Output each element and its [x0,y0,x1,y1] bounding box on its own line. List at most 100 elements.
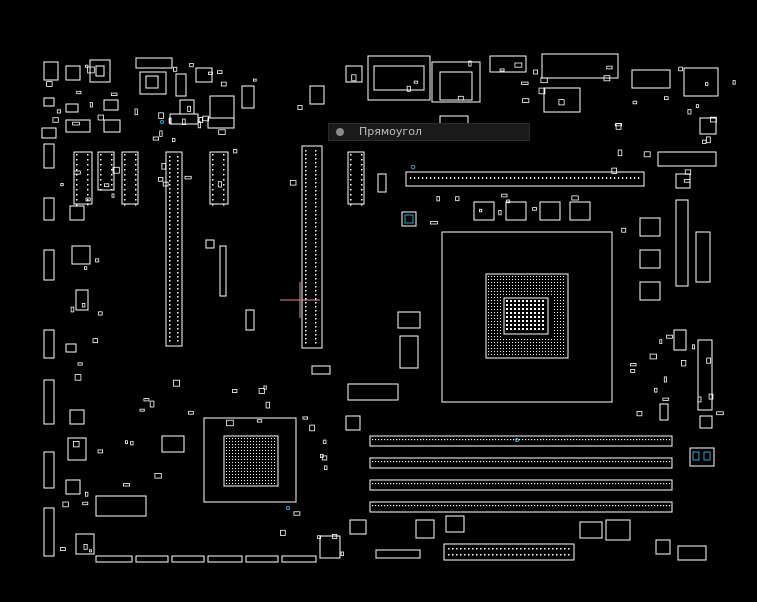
header[interactable] [95,555,133,563]
component[interactable] [103,99,119,111]
expansion-slot[interactable] [219,245,227,297]
header[interactable] [135,555,169,563]
port[interactable] [439,71,473,101]
connector[interactable] [375,549,421,559]
header[interactable] [171,555,205,563]
ic-socket[interactable] [121,151,139,205]
inductor[interactable] [569,201,591,221]
component-column[interactable] [697,339,713,411]
component[interactable] [655,539,671,555]
component-column[interactable] [695,231,711,283]
memory-slot[interactable] [369,479,673,491]
component[interactable] [205,239,215,249]
component[interactable] [179,99,195,115]
component[interactable] [195,67,213,83]
pin-header[interactable] [43,379,55,425]
component[interactable] [349,519,367,535]
component[interactable] [245,309,255,331]
pin-header[interactable] [43,197,55,221]
inductor[interactable] [639,281,661,301]
component[interactable] [67,437,87,461]
port[interactable] [367,55,431,101]
component[interactable] [605,519,631,541]
inductor[interactable] [639,249,661,269]
ic-socket[interactable] [209,151,229,205]
component[interactable] [675,173,691,189]
component[interactable] [377,173,387,193]
power-connector[interactable] [443,543,575,561]
component[interactable] [699,415,713,429]
component[interactable] [415,519,435,539]
port[interactable] [431,61,481,103]
header[interactable] [281,555,317,563]
pin-header[interactable] [43,507,55,557]
component[interactable] [207,117,235,129]
chip[interactable] [347,383,399,401]
connector-row[interactable] [405,171,645,187]
port[interactable] [683,67,719,97]
port[interactable] [631,69,671,89]
inductor[interactable] [639,217,661,237]
component[interactable] [345,415,361,431]
component[interactable] [445,515,465,533]
component[interactable] [69,205,85,221]
component[interactable] [95,65,105,77]
component[interactable] [145,75,159,89]
component[interactable] [319,535,341,559]
chip[interactable] [209,95,235,119]
expansion-slot[interactable] [165,151,183,347]
cpu-core[interactable] [503,297,549,335]
pin-header[interactable] [43,329,55,359]
ic-socket[interactable] [97,151,115,191]
component[interactable] [175,73,187,97]
port[interactable] [373,65,425,91]
ic-socket[interactable] [347,151,365,205]
component[interactable] [309,85,325,105]
component[interactable] [103,119,121,133]
component[interactable] [169,113,199,125]
component[interactable] [543,87,581,113]
chipset-die[interactable] [223,435,279,487]
component[interactable] [677,545,707,561]
pin-header[interactable] [43,143,55,169]
component[interactable] [75,289,89,311]
chip[interactable] [95,495,147,517]
cpu-pin-grid[interactable] [485,273,569,359]
pin-header[interactable] [43,249,55,281]
component[interactable] [673,329,687,351]
port[interactable] [489,55,527,73]
inductor[interactable] [505,201,527,221]
component[interactable] [689,447,715,467]
pin-header[interactable] [43,451,55,489]
memory-slot[interactable] [369,435,673,447]
component[interactable] [399,335,419,369]
inductor[interactable] [473,201,495,221]
memory-slot[interactable] [369,457,673,469]
memory-slot[interactable] [369,501,673,513]
inductor[interactable] [539,201,561,221]
chipset[interactable] [203,417,297,503]
component[interactable] [65,479,81,495]
component[interactable] [135,57,173,69]
component[interactable] [397,311,421,329]
component[interactable] [659,403,669,421]
component[interactable] [579,521,603,539]
component[interactable] [75,533,95,555]
component[interactable] [311,365,331,375]
header[interactable] [207,555,243,563]
component[interactable] [43,61,59,81]
component[interactable] [69,409,85,425]
component[interactable] [65,343,77,353]
component[interactable] [161,435,185,453]
component[interactable] [401,211,417,227]
connector[interactable] [657,151,717,167]
component[interactable] [65,65,81,81]
component[interactable] [241,85,255,109]
component[interactable] [139,71,167,95]
component[interactable] [43,97,55,107]
header[interactable] [245,555,279,563]
port[interactable] [541,53,619,79]
component[interactable] [41,127,57,139]
ic-socket[interactable] [73,151,93,205]
